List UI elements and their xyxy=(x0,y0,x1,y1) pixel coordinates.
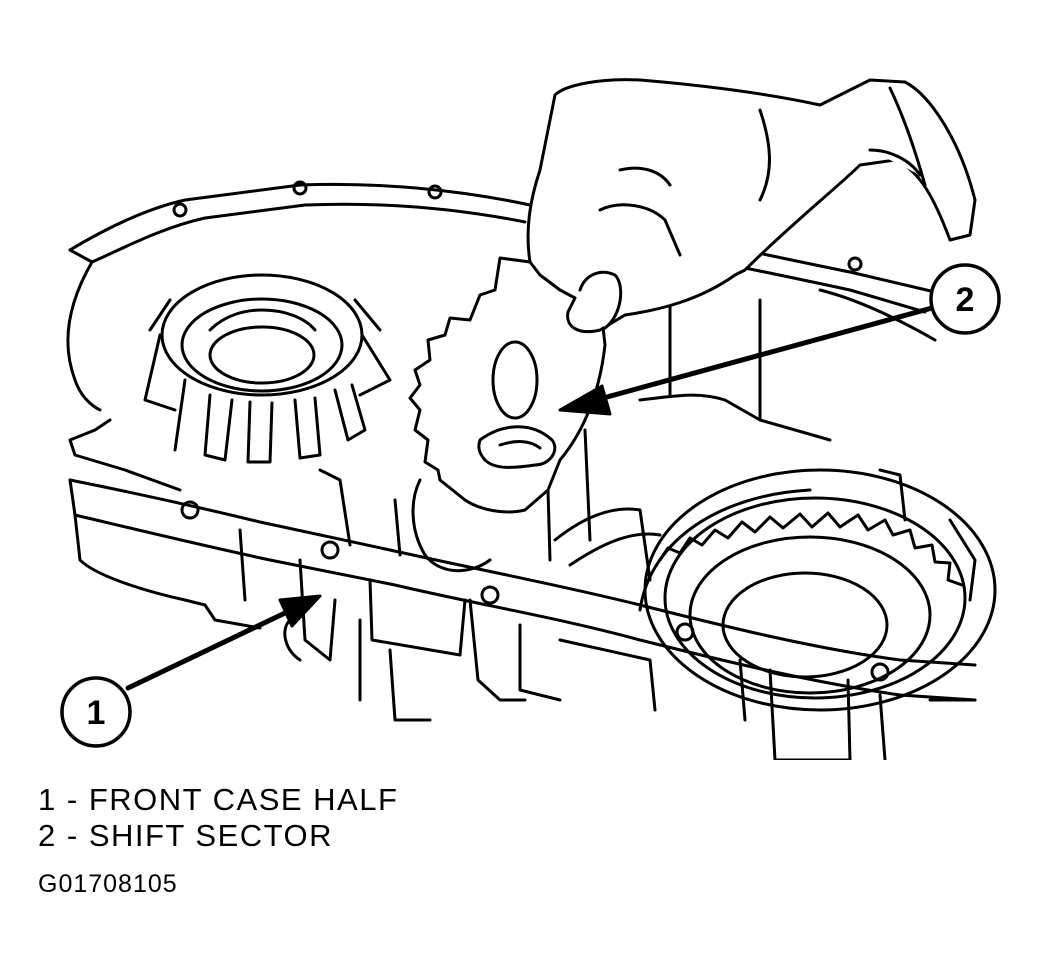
legend-separator: - xyxy=(56,818,89,853)
callout-1: 1 xyxy=(60,594,322,748)
callout-2-number: 2 xyxy=(956,281,975,319)
callout-2: 2 xyxy=(558,263,1001,416)
legend: 1 - FRONT CASE HALF 2 - SHIFT SECTOR xyxy=(38,782,398,854)
legend-number: 1 xyxy=(38,782,57,817)
legend-separator: - xyxy=(56,782,89,817)
legend-number: 2 xyxy=(38,818,57,853)
legend-label: SHIFT SECTOR xyxy=(88,818,334,853)
shaft-area xyxy=(318,428,662,582)
shift-sector xyxy=(408,250,607,514)
front-case-half xyxy=(68,478,977,760)
legend-item-1: 1 - FRONT CASE HALF xyxy=(38,782,398,818)
figure-id: G01708105 xyxy=(38,870,178,898)
bearing-cup xyxy=(143,273,392,464)
legend-item-2: 2 - SHIFT SECTOR xyxy=(38,818,398,854)
transfer-case-illustration: 2 1 xyxy=(60,78,1001,760)
callout-1-number: 1 xyxy=(87,694,106,732)
hand xyxy=(526,78,977,334)
ring-gear xyxy=(638,468,997,712)
legend-label: FRONT CASE HALF xyxy=(88,782,399,817)
